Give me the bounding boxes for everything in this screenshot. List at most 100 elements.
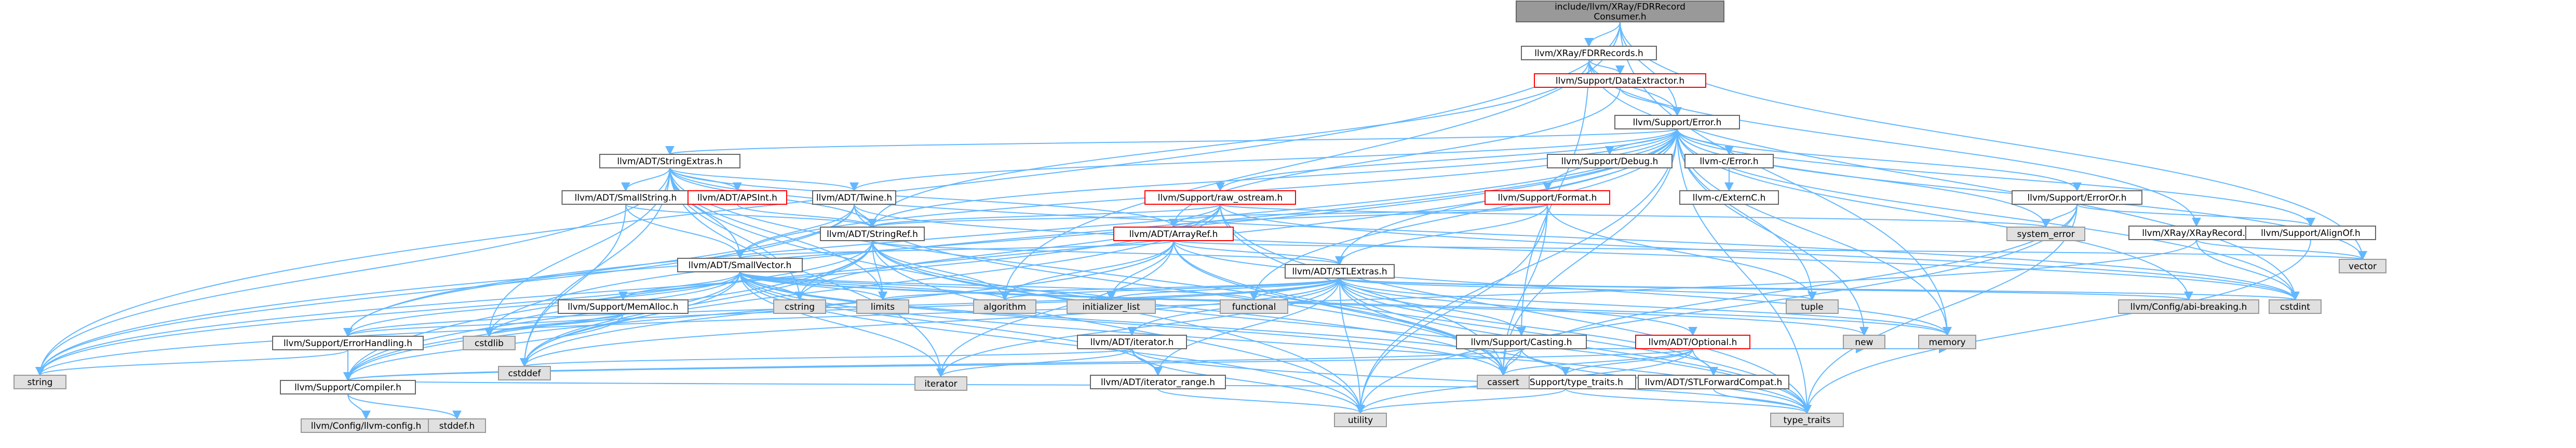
- node-cerror[interactable]: llvm-c/Error.h: [1684, 154, 1774, 168]
- node-casting-label: llvm/Support/Casting.h: [1471, 337, 1572, 348]
- node-erroror[interactable]: llvm/Support/ErrorOr.h: [2012, 190, 2142, 205]
- node-stringextras-box: [599, 154, 740, 168]
- node-format[interactable]: llvm/Support/Format.h: [1485, 190, 1610, 205]
- node-iterrange-label: llvm/ADT/iterator_range.h: [1101, 377, 1215, 388]
- node-dataextractor-label: llvm/Support/DataExtractor.h: [1556, 76, 1684, 86]
- node-stringref[interactable]: llvm/ADT/StringRef.h: [820, 227, 925, 241]
- node-error[interactable]: llvm/Support/Error.h: [1614, 115, 1740, 129]
- node-xrayrecord[interactable]: llvm/XRay/XRayRecord.h: [2128, 226, 2264, 240]
- node-format-label: llvm/Support/Format.h: [1498, 193, 1597, 203]
- node-iterrange-box: [1090, 375, 1226, 389]
- node-memalloc[interactable]: llvm/Support/MemAlloc.h: [558, 299, 689, 314]
- edge-stlextras-to-iterrange: [1153, 278, 1340, 376]
- node-cstring-box: [773, 299, 826, 314]
- node-tuple-box: [1786, 299, 1839, 314]
- node-casting-box: [1456, 335, 1587, 349]
- node-rawostream-label: llvm/Support/raw_ostream.h: [1158, 193, 1283, 203]
- edge-arrayref-to-smallvector: [735, 240, 1174, 259]
- edge-smallvector-to-iterator: [739, 271, 946, 378]
- edge-compiler-to-llvmconfig: [347, 393, 371, 420]
- node-optional-box: [1635, 335, 1750, 349]
- edge-alignof-to-typetraits: [1802, 239, 2311, 414]
- node-adtiterator-box: [1077, 335, 1187, 349]
- node-limits-label: limits: [871, 302, 895, 312]
- node-externc[interactable]: llvm-c/ExternC.h: [1679, 190, 1779, 205]
- node-cstring: cstring: [773, 299, 826, 314]
- node-limits-box: [856, 299, 909, 314]
- node-tuple-label: tuple: [1801, 302, 1823, 312]
- node-arrayref[interactable]: llvm/ADT/ArrayRef.h: [1113, 227, 1234, 241]
- node-memalloc-label: llvm/Support/MemAlloc.h: [568, 302, 678, 312]
- node-cstring-label: cstring: [785, 302, 815, 312]
- edge-stringref-to-limits: [872, 240, 887, 301]
- node-utility: utility: [1334, 413, 1387, 427]
- node-memalloc-box: [558, 299, 689, 314]
- node-twine[interactable]: llvm/ADT/Twine.h: [812, 190, 896, 205]
- node-stlfwd-label: llvm/ADT/STLForwardCompat.h: [1645, 377, 1783, 388]
- node-compiler[interactable]: llvm/Support/Compiler.h: [280, 380, 416, 394]
- node-smallvector-box: [677, 258, 803, 272]
- edge-stringref-to-cstddef: [520, 240, 873, 367]
- edge-smallvector-to-initlist: [739, 271, 1116, 301]
- node-root-label: include/llvm/XRay/FDRRecord: [1555, 2, 1685, 12]
- node-adtiterator-label: llvm/ADT/iterator.h: [1090, 337, 1174, 348]
- node-rawostream[interactable]: llvm/Support/raw_ostream.h: [1144, 190, 1296, 205]
- node-format-box: [1485, 190, 1610, 205]
- edge-format-to-tuple: [1547, 204, 1817, 301]
- node-stlextras[interactable]: llvm/ADT/STLExtras.h: [1285, 264, 1395, 279]
- edge-fdrrecords-to-dataextractor: [1588, 59, 1625, 75]
- node-alignof[interactable]: llvm/Support/AlignOf.h: [2245, 226, 2376, 240]
- edge-smallvector-to-errhandling: [343, 271, 740, 337]
- node-stringextras[interactable]: llvm/ADT/StringExtras.h: [599, 154, 740, 168]
- edge-stlextras-to-errhandling: [343, 278, 1340, 337]
- node-dataextractor[interactable]: llvm/Support/DataExtractor.h: [1534, 73, 1706, 88]
- node-stlfwd[interactable]: llvm/ADT/STLForwardCompat.h: [1638, 375, 1789, 389]
- node-cstdint-box: [2269, 299, 2322, 314]
- node-iterrange[interactable]: llvm/ADT/iterator_range.h: [1090, 375, 1226, 389]
- edge-stlextras-to-cstddef: [520, 278, 1340, 367]
- node-functional: functional: [1220, 299, 1288, 314]
- node-casting[interactable]: llvm/Support/Casting.h: [1456, 335, 1587, 349]
- edge-arrayref-to-iterator: [936, 240, 1174, 378]
- edge-erroror-to-alignof: [2076, 204, 2315, 227]
- node-typetraits: type_traits: [1770, 413, 1844, 427]
- edge-error-to-rawostream: [1216, 128, 1678, 192]
- edge-stringextras-to-smallstring: [621, 167, 670, 192]
- node-fdrrecords-box: [1521, 46, 1657, 60]
- node-smallvector[interactable]: llvm/ADT/SmallVector.h: [677, 258, 803, 272]
- node-errhandling[interactable]: llvm/Support/ErrorHandling.h: [272, 336, 424, 350]
- node-typetraits_s-label: llvm/Support/type_traits.h: [1508, 377, 1623, 388]
- edge-rawostream-to-cstdint: [1220, 204, 2300, 301]
- node-dataextractor-box: [1534, 73, 1706, 88]
- edge-stlextras-to-memory: [1339, 278, 1952, 336]
- node-xrayrecord-label: llvm/XRay/XRayRecord.h: [2142, 228, 2251, 239]
- node-vector: vector: [2339, 259, 2386, 273]
- edge-smallstring-to-smallvector: [625, 204, 745, 259]
- node-cerror-label: llvm-c/Error.h: [1700, 156, 1758, 167]
- node-debug[interactable]: llvm/Support/Debug.h: [1547, 154, 1673, 168]
- node-configabi-box: [2118, 299, 2259, 314]
- node-configabi-label: llvm/Config/abi-breaking.h: [2130, 302, 2247, 312]
- edge-optional-to-cassert: [1499, 348, 1693, 376]
- node-externc-box: [1679, 190, 1779, 205]
- edge-dataextractor-to-error: [1620, 87, 1682, 116]
- node-fdrrecords[interactable]: llvm/XRay/FDRRecords.h: [1521, 46, 1657, 60]
- node-typetraits-box: [1770, 413, 1844, 427]
- node-apsint-label: llvm/ADT/APSInt.h: [697, 193, 777, 203]
- node-debug-label: llvm/Support/Debug.h: [1561, 156, 1658, 167]
- node-limits: limits: [856, 299, 909, 314]
- node-cstdlib: cstdlib: [463, 336, 516, 350]
- node-adtiterator[interactable]: llvm/ADT/iterator.h: [1077, 335, 1187, 349]
- edge-smallstring-to-cstddef: [520, 204, 626, 367]
- node-algorithm-box: [973, 299, 1036, 314]
- edge-erroror-to-utility: [1356, 204, 2078, 414]
- node-vector-label: vector: [2349, 261, 2377, 272]
- edge-smallvector-to-new: [739, 271, 1869, 336]
- node-smallstring[interactable]: llvm/ADT/SmallString.h: [561, 190, 690, 205]
- node-cassert-box: [1477, 375, 1530, 389]
- node-initlist-label: initializer_list: [1082, 302, 1140, 312]
- node-apsint[interactable]: llvm/ADT/APSInt.h: [687, 190, 787, 205]
- node-optional[interactable]: llvm/ADT/Optional.h: [1635, 335, 1750, 349]
